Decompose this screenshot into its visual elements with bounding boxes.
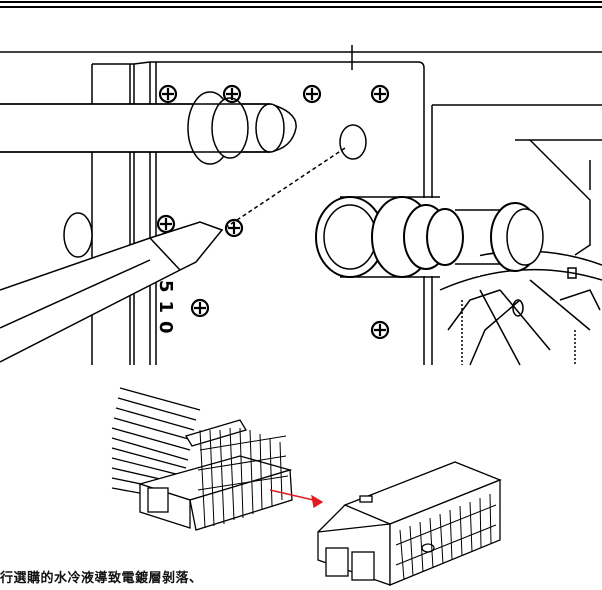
pump-fin xyxy=(479,289,521,366)
plug-pins xyxy=(197,427,289,529)
coolant-tube xyxy=(0,103,297,153)
fitting-collar xyxy=(426,208,464,266)
rail-top xyxy=(92,61,151,65)
socket-side xyxy=(389,479,501,586)
pump-housing-edge xyxy=(529,139,591,256)
connector-illustration xyxy=(111,387,502,586)
screw-icon xyxy=(222,84,242,104)
pump-fin xyxy=(529,279,591,331)
socket-key xyxy=(421,543,435,553)
screw-icon xyxy=(224,218,244,238)
pump-tab xyxy=(567,267,577,279)
screw-icon xyxy=(190,298,210,318)
mounting-plate xyxy=(150,61,425,365)
alignment-line xyxy=(221,147,346,231)
fitting-end-inner xyxy=(506,208,544,266)
socket-window xyxy=(325,547,349,577)
coolant-tube-end xyxy=(255,103,285,153)
screw-icon xyxy=(156,214,176,234)
pump-radiator-illustration: 510 xyxy=(0,45,602,366)
header-rule xyxy=(0,1,602,8)
screw-icon xyxy=(302,84,322,104)
pump-fin xyxy=(559,289,601,311)
tube-end-cap xyxy=(63,212,93,258)
socket-latch-slot xyxy=(359,495,373,503)
coolant-tube-outline xyxy=(0,103,270,153)
screw-icon xyxy=(158,84,178,104)
screwdriver-band xyxy=(149,237,181,271)
pump-fin xyxy=(447,289,501,331)
plug-tab xyxy=(147,487,169,513)
screwdriver xyxy=(0,221,224,363)
pump-fin xyxy=(469,299,521,366)
plug-front xyxy=(189,469,293,531)
fitting-ring xyxy=(211,97,249,159)
screw-icon xyxy=(370,320,390,340)
socket-edge xyxy=(317,504,346,533)
panel-engraving: 510 xyxy=(155,280,176,342)
socket-pins xyxy=(395,493,497,581)
screw-hole xyxy=(339,124,367,160)
insert-arrowhead xyxy=(311,494,324,509)
screw-icon xyxy=(370,84,390,104)
pump-hole xyxy=(512,299,524,317)
pump-fin xyxy=(499,289,551,351)
screwdriver-highlight xyxy=(0,259,151,329)
socket-window xyxy=(351,551,375,581)
caption-text: 行選購的水冷液導致電鍍層剝落、 xyxy=(0,571,203,586)
connector-latch xyxy=(185,419,247,447)
